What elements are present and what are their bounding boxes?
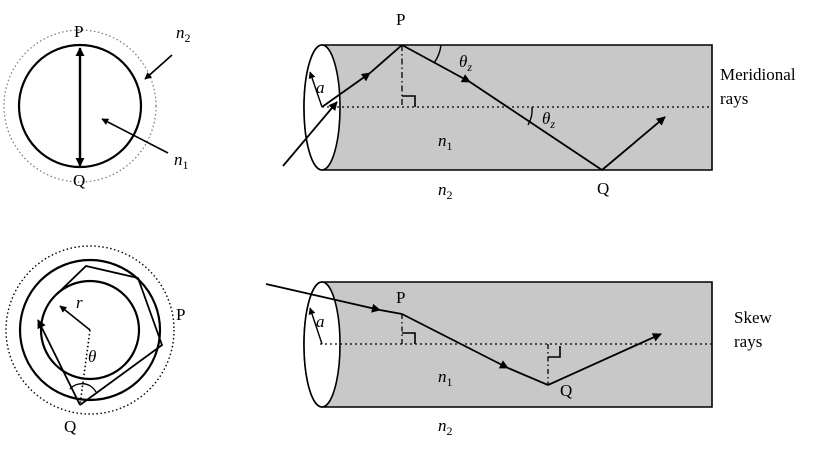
point-q-label: Q	[560, 381, 572, 400]
n1-pointer-arrow	[101, 118, 169, 154]
meridional-cross-section: P Q n2 n1	[3, 22, 191, 190]
point-p-label: P	[176, 305, 185, 324]
skew-fiber: P Q a n1 n2	[265, 281, 713, 438]
skew-caption-line2: rays	[734, 332, 762, 351]
n1-label: n1	[174, 150, 189, 172]
n2-label: n2	[176, 23, 191, 45]
cladding-index-label: n2	[438, 180, 453, 202]
cladding-boundary	[5, 245, 175, 415]
point-q-label: Q	[73, 171, 85, 190]
ray-segment-p	[379, 309, 403, 315]
meridional-caption-line1: Meridional	[720, 65, 796, 84]
radius-arrow	[308, 71, 323, 108]
point-p-label: P	[74, 22, 83, 41]
theta-arc-axis	[527, 106, 533, 126]
core-boundary	[17, 43, 143, 169]
cladding-boundary	[3, 29, 157, 183]
incident-ray	[282, 101, 338, 167]
incident-ray	[265, 283, 381, 313]
skew-ray-path	[37, 319, 81, 406]
ray-segment-to-q	[469, 81, 603, 171]
right-angle-marker	[402, 95, 416, 107]
point-p-label: P	[396, 10, 405, 29]
core-index-label: n1	[438, 131, 453, 153]
core-outer-boundary	[18, 258, 162, 402]
skew-cross-section: P Q r θ	[5, 245, 185, 436]
radius-label: a	[316, 312, 325, 331]
core-index-label: n1	[438, 367, 453, 389]
meridional-fiber: P Q a θz θz n1 n2	[282, 10, 713, 202]
ray-segment-p-continue	[369, 44, 403, 74]
point-p-label: P	[396, 288, 405, 307]
caustic-circle	[39, 279, 141, 381]
ray-segment-p-to-q	[401, 313, 509, 369]
meridional-caption-line2: rays	[720, 89, 748, 108]
theta-arc	[69, 382, 97, 393]
cladding-index-label: n2	[438, 416, 453, 438]
reflected-ray	[601, 116, 666, 171]
radius-q-dotted	[79, 329, 91, 406]
skew-polygon-path	[57, 265, 164, 406]
n2-pointer-arrow	[144, 54, 173, 80]
right-angle-marker-q	[548, 346, 561, 358]
reflected-ray	[547, 333, 662, 386]
radius-r-label: r	[76, 293, 83, 312]
skew-caption-line1: Skew	[734, 308, 773, 327]
ray-segment-p-to-q	[401, 44, 471, 83]
theta-label: θ	[88, 347, 96, 366]
theta-z-top-label: θz	[459, 52, 472, 74]
ray-segment-to-q	[507, 367, 549, 386]
radius-arrow	[308, 307, 323, 345]
right-angle-marker-p	[402, 332, 416, 344]
radius-r-arrow	[59, 305, 91, 331]
point-q-label: Q	[64, 417, 76, 436]
radius-label: a	[316, 78, 325, 97]
point-q-label: Q	[597, 179, 609, 198]
theta-z-axis-label: θz	[542, 109, 555, 131]
ray-segment-to-p	[321, 72, 371, 108]
theta-arc-top	[433, 44, 442, 64]
